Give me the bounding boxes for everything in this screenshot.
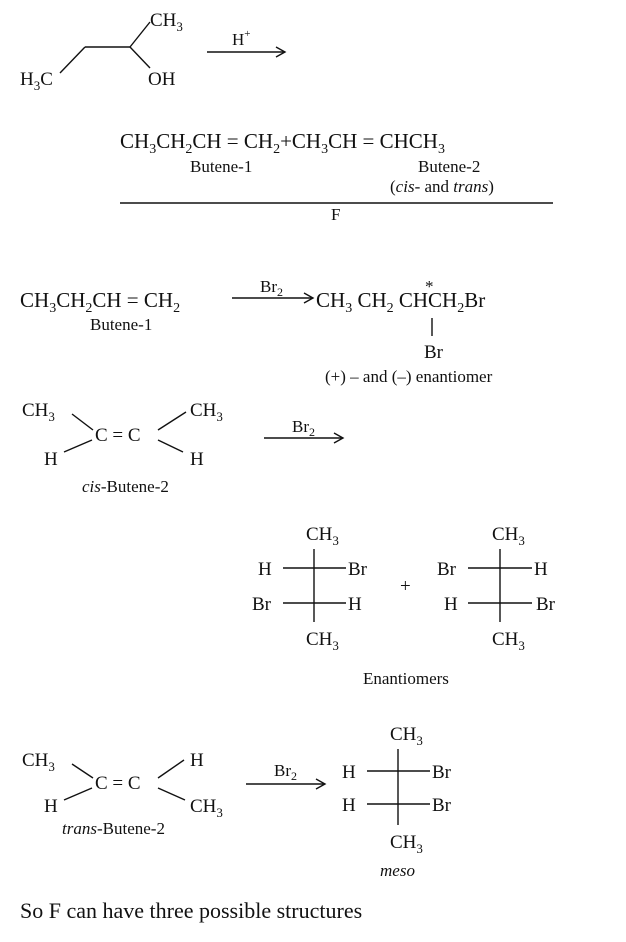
meso-label: meso xyxy=(380,861,415,880)
trans-bond-h-right xyxy=(157,759,185,779)
reagent-br2-2: Br2 xyxy=(292,417,315,439)
bond-c3-ch3 xyxy=(129,21,151,48)
label-cis-trans: (cis- and trans) xyxy=(390,177,494,196)
cis-bond-ch3-left xyxy=(71,413,94,431)
fischer-meso-l2: H xyxy=(342,795,356,816)
fischer-a-l1: H xyxy=(258,559,272,580)
section-dehydration: CH3 H3C OH H+ CH3CH2CH = CH2+CH3CH = CHC… xyxy=(20,10,553,224)
trans-h-right-top: H xyxy=(190,750,204,771)
fischer-meso-bottom: CH3 xyxy=(390,832,423,856)
trans-ch3-right: CH3 xyxy=(190,796,223,820)
trans-h-left: H xyxy=(44,796,58,817)
section-butene-1-bromination: CH3CH2CH = CH2 Butene-1 Br2 CH3 CH2 CHCH… xyxy=(20,277,493,386)
fischer-b-l2: H xyxy=(444,594,458,615)
cis-ch3-right: CH3 xyxy=(190,400,223,424)
fischer-b-l1: Br xyxy=(437,559,457,580)
fischer-a-r1: Br xyxy=(348,559,368,580)
cis-bond-ch3-right xyxy=(157,411,187,431)
section-trans-butene-2-bromination: CH3 H C = C H CH3 trans-Butene-2 Br2 CH3… xyxy=(22,724,452,880)
fischer-a-l2: Br xyxy=(252,594,272,615)
arrowhead-1 xyxy=(275,46,287,58)
reactant-oh: OH xyxy=(148,69,176,90)
enantiomer-note: (+) – and (–) enantiomer xyxy=(325,367,493,386)
fischer-b-r2: Br xyxy=(536,594,556,615)
fischer-projection-b: CH3 Br H H Br CH3 xyxy=(437,524,556,653)
conclusion-text: So F can have three possible structures xyxy=(20,898,362,923)
butene-1-formula: CH3CH2CH = CH2 xyxy=(20,288,180,316)
trans-ch3-left: CH3 xyxy=(22,750,55,774)
fischer-a-top: CH3 xyxy=(306,524,339,548)
trans-bond-ch3-right xyxy=(157,787,186,801)
arrowhead-3 xyxy=(333,432,345,444)
trans-bond-h-left xyxy=(63,787,93,801)
reactant-ch3: CH3 xyxy=(150,10,183,34)
fischer-b-r1: H xyxy=(534,559,548,580)
bond-c1-c2 xyxy=(59,46,86,74)
product-equation: CH3CH2CH = CH2+CH3CH = CHCH3 xyxy=(120,129,445,157)
label-butene-1: Butene-1 xyxy=(190,157,252,176)
cis-bond-h-right xyxy=(157,439,184,453)
fischer-b-top: CH3 xyxy=(492,524,525,548)
reagent-h-plus: H+ xyxy=(232,28,251,49)
trans-c-double-c: C = C xyxy=(95,773,141,794)
fischer-projection-meso: CH3 H Br H Br CH3 xyxy=(342,724,452,856)
arrowhead-4 xyxy=(315,778,327,790)
section-cis-butene-2-bromination: CH3 CH3 C = C H H cis-Butene-2 Br2 CH3 H… xyxy=(22,400,556,688)
fischer-meso-r1: Br xyxy=(432,762,452,783)
cis-c-double-c: C = C xyxy=(95,425,141,446)
substituent-br: Br xyxy=(424,342,444,363)
label-butene-1-b: Butene-1 xyxy=(90,315,152,334)
fischer-meso-l1: H xyxy=(342,762,356,783)
trans-bond-ch3-left xyxy=(71,763,94,779)
chiral-center-mark: * xyxy=(425,277,434,296)
plus-sign: + xyxy=(400,576,411,597)
cis-bond-h-left xyxy=(63,439,93,453)
arrowhead-2 xyxy=(303,292,315,304)
fischer-meso-r2: Br xyxy=(432,795,452,816)
enantiomers-label: Enantiomers xyxy=(363,669,449,688)
reagent-br2-3: Br2 xyxy=(274,761,297,783)
bond-c3-oh xyxy=(129,46,151,69)
cis-h-right: H xyxy=(190,449,204,470)
reactant-h3c: H3C xyxy=(20,69,53,93)
fischer-b-bottom: CH3 xyxy=(492,629,525,653)
cis-h-left: H xyxy=(44,449,58,470)
dibromobutane-formula: CH3 CH2 CHCH2Br xyxy=(316,288,485,316)
mixture-label-f: F xyxy=(331,205,340,224)
reagent-br2-1: Br2 xyxy=(260,277,283,299)
cis-butene-2-label: cis-Butene-2 xyxy=(82,477,169,496)
fischer-a-bottom: CH3 xyxy=(306,629,339,653)
fischer-meso-top: CH3 xyxy=(390,724,423,748)
fischer-projection-a: CH3 H Br Br H CH3 xyxy=(252,524,368,653)
fischer-a-r2: H xyxy=(348,594,362,615)
label-butene-2: Butene-2 xyxy=(418,157,480,176)
cis-ch3-left: CH3 xyxy=(22,400,55,424)
trans-butene-2-label: trans-Butene-2 xyxy=(62,819,165,838)
